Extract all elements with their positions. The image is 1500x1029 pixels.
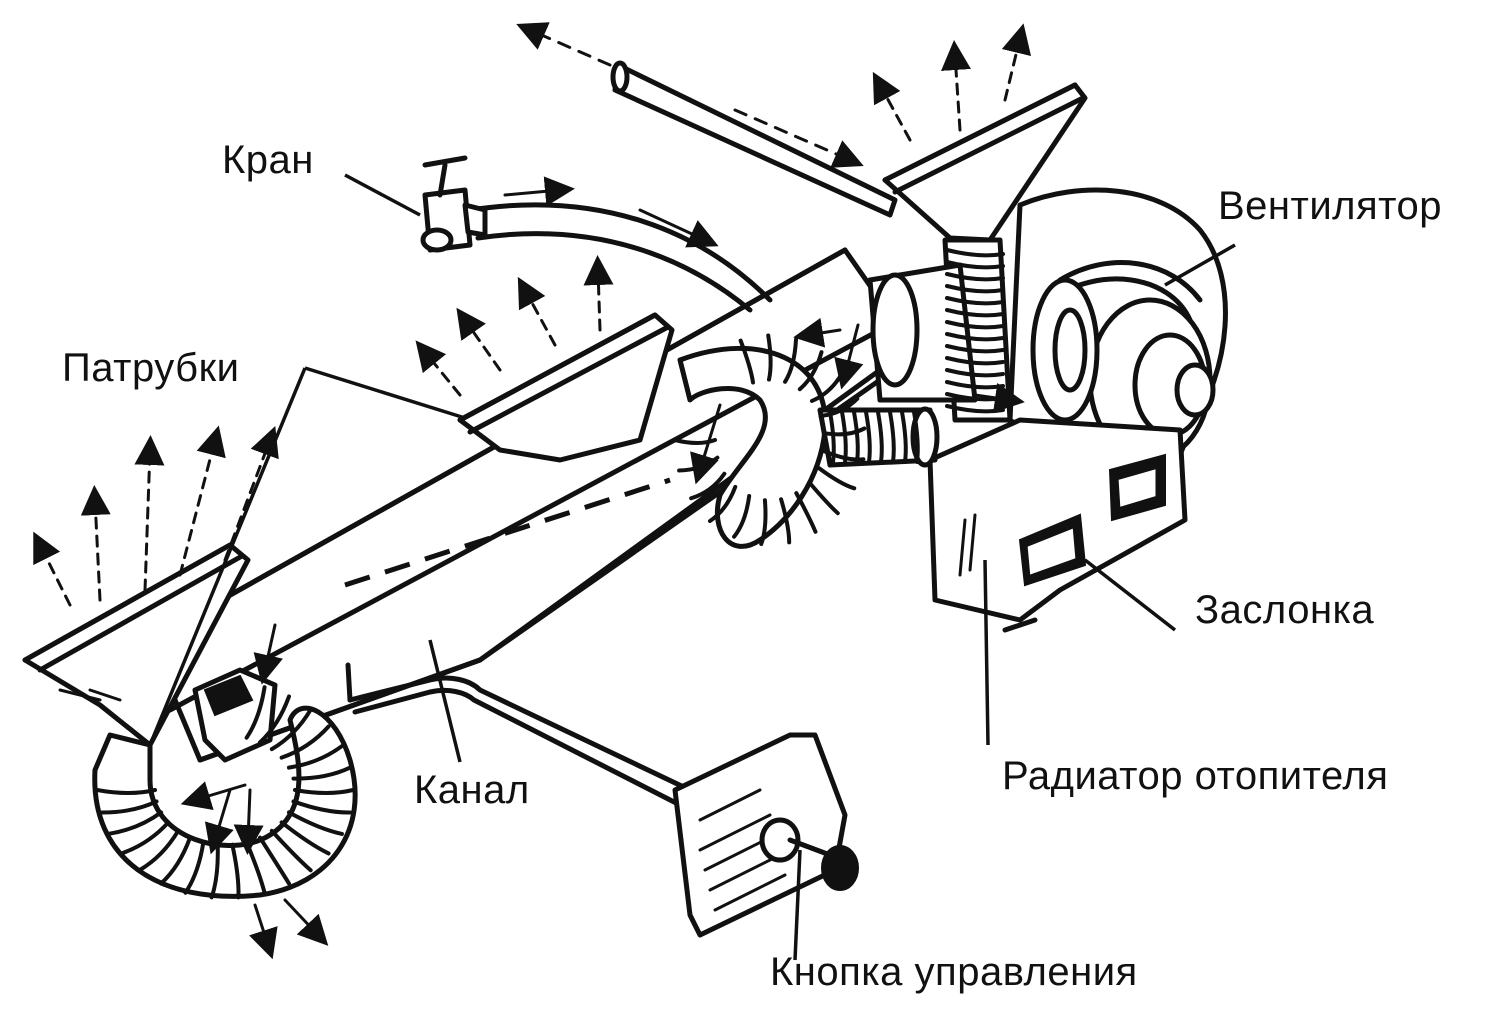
label-kanal: Канал — [414, 768, 530, 812]
hose-rib — [286, 810, 344, 836]
fan-gear — [1030, 277, 1100, 423]
hose-rib — [677, 455, 720, 473]
hose-rib — [888, 410, 896, 464]
label-ventilyator: Вентилятор — [1218, 184, 1443, 228]
hose-rib — [230, 842, 241, 900]
hose-rib — [876, 410, 884, 464]
control-cable — [345, 662, 693, 808]
hose-rib — [779, 497, 792, 545]
hose-rib — [689, 471, 727, 501]
top-pipe — [610, 60, 898, 218]
hose-rib — [279, 820, 331, 856]
hose-rib — [900, 410, 908, 464]
label-knopka: Кнопка управления — [770, 950, 1138, 994]
hose-rib — [106, 810, 164, 836]
hose-rib — [279, 724, 331, 760]
hose-rib — [183, 840, 206, 895]
hose-rib — [159, 835, 192, 886]
windshield-nozzle — [882, 82, 1088, 243]
control-panel — [672, 732, 859, 938]
fan-connector — [867, 262, 978, 403]
hose-rib — [945, 392, 1005, 402]
hose-rib — [732, 494, 752, 539]
label-patrubki: Патрубки — [62, 346, 240, 390]
hose-rib — [809, 370, 845, 403]
hose-rib — [244, 685, 267, 740]
hose-rib — [258, 694, 291, 745]
floor-flap — [192, 667, 278, 763]
hose-rib — [945, 320, 1005, 330]
leader-lines — [148, 173, 1236, 961]
hose-rib — [945, 284, 1005, 294]
hose-rib — [945, 356, 1005, 366]
hose-rib — [945, 380, 1005, 390]
hose-rib — [797, 350, 824, 392]
hose-rib — [293, 788, 355, 795]
hose-rib — [945, 368, 1005, 378]
tap — [420, 155, 488, 253]
hose-rib — [945, 248, 1005, 258]
middle-nozzle — [457, 312, 675, 463]
hose-ribs — [95, 248, 1005, 900]
hose-rib — [269, 828, 313, 873]
hose-rib — [673, 438, 717, 445]
hose-rib — [766, 333, 773, 382]
hose-rib — [945, 344, 1005, 354]
left-nozzle — [22, 542, 251, 748]
hose-rib — [852, 410, 860, 464]
hose-rib — [945, 260, 1005, 270]
hose-rib — [258, 835, 291, 886]
radiator-housing — [927, 417, 1188, 633]
hose-rib — [816, 465, 857, 491]
hose-rib — [269, 707, 313, 752]
hose-rib — [828, 410, 836, 464]
label-kran: Кран — [222, 138, 314, 182]
hose-rib — [209, 842, 220, 900]
hose-rib — [794, 491, 818, 534]
hose-rib — [783, 337, 798, 384]
hose-rib — [945, 308, 1005, 318]
hose-rib — [840, 410, 848, 464]
hose-rib — [864, 410, 872, 464]
hose-rib — [291, 765, 353, 781]
hose-rib — [945, 272, 1005, 282]
label-zaslonka: Заслонка — [1195, 588, 1375, 632]
hose-rib — [95, 788, 157, 795]
hose-rib — [97, 799, 159, 815]
hose-rib — [119, 820, 171, 856]
hose-rib — [137, 828, 181, 873]
hose-rib — [244, 840, 267, 895]
hose-rib — [945, 404, 1005, 414]
hose-rib — [286, 744, 344, 770]
hose-rib — [912, 410, 920, 464]
hose-rib — [707, 484, 738, 524]
hose-rib — [759, 498, 768, 547]
hose-rib — [807, 480, 840, 516]
hose-rib — [945, 296, 1005, 306]
hose-rib — [291, 799, 353, 815]
tap-hose — [467, 202, 773, 313]
hose-rib — [738, 338, 756, 385]
label-radiator: Радиатор отопителя — [1002, 754, 1389, 798]
hose-rib — [945, 332, 1005, 342]
